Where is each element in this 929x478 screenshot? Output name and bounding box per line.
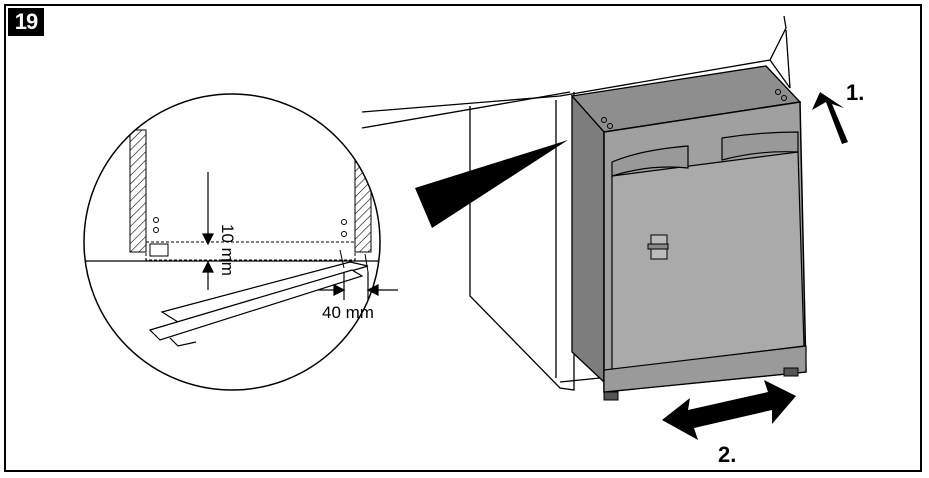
step-2-label: 2. [718, 442, 736, 467]
push-arrow-icon [812, 92, 848, 144]
dimension-horizontal [318, 272, 398, 300]
figure-number-badge: 19 [8, 8, 44, 36]
dimension-vertical [202, 172, 214, 290]
figure-frame [4, 4, 922, 472]
refrigerator [570, 65, 807, 401]
dimension-vertical-label: 10 mm [218, 224, 237, 276]
slide-arrow-icon [662, 380, 796, 440]
dimension-horizontal-label: 40 mm [322, 303, 374, 322]
zoom-pointer [415, 140, 568, 228]
door-lock-icon [647, 234, 669, 260]
step-1-label: 1. [846, 80, 864, 105]
detail-circle [83, 93, 381, 391]
